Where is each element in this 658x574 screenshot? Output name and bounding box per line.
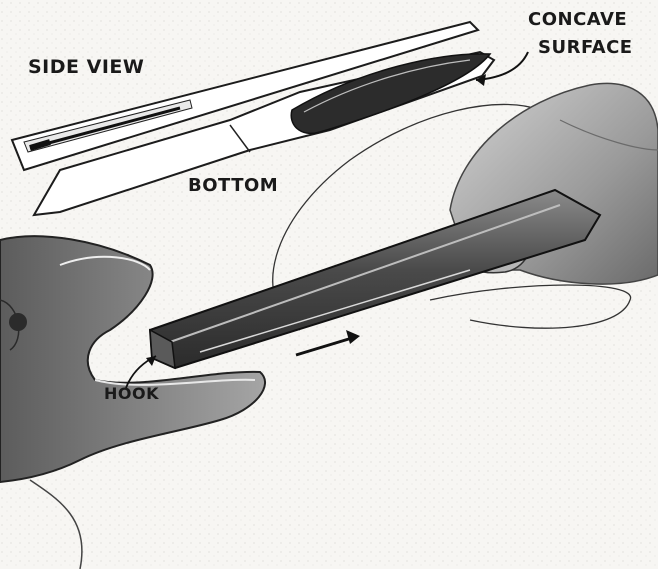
- side-view-label: SIDE VIEW: [28, 56, 144, 78]
- hook-label: HOOK: [104, 384, 159, 403]
- surface-label: SURFACE: [538, 37, 633, 58]
- bottom-label: BOTTOM: [188, 175, 278, 196]
- concave-label: CONCAVE: [528, 9, 627, 30]
- fish-eye: [9, 313, 27, 331]
